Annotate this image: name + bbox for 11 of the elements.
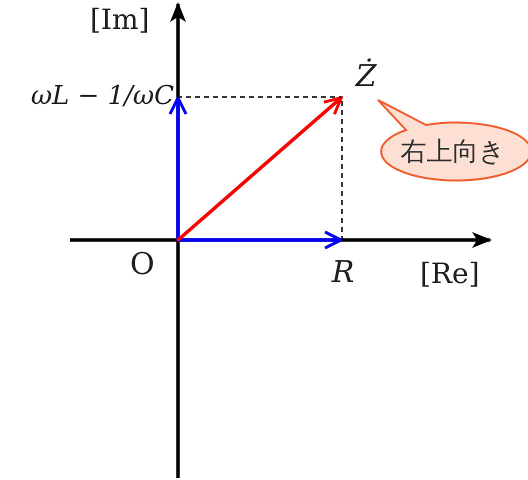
vector-label: Ż — [342, 58, 384, 97]
dashed-guide-line — [177, 96, 341, 98]
origin-label: O — [128, 240, 178, 282]
vector-label: R — [326, 240, 360, 292]
vector-arrow — [168, 96, 188, 241]
axis-label: [Re] — [420, 260, 480, 288]
value-label: ωL − 1/ωC — [0, 80, 178, 116]
vector-arrow — [177, 230, 342, 250]
dashed-guide-line — [341, 98, 343, 241]
axis-label: [Im] — [90, 6, 150, 34]
vector-arrow — [176, 96, 343, 242]
